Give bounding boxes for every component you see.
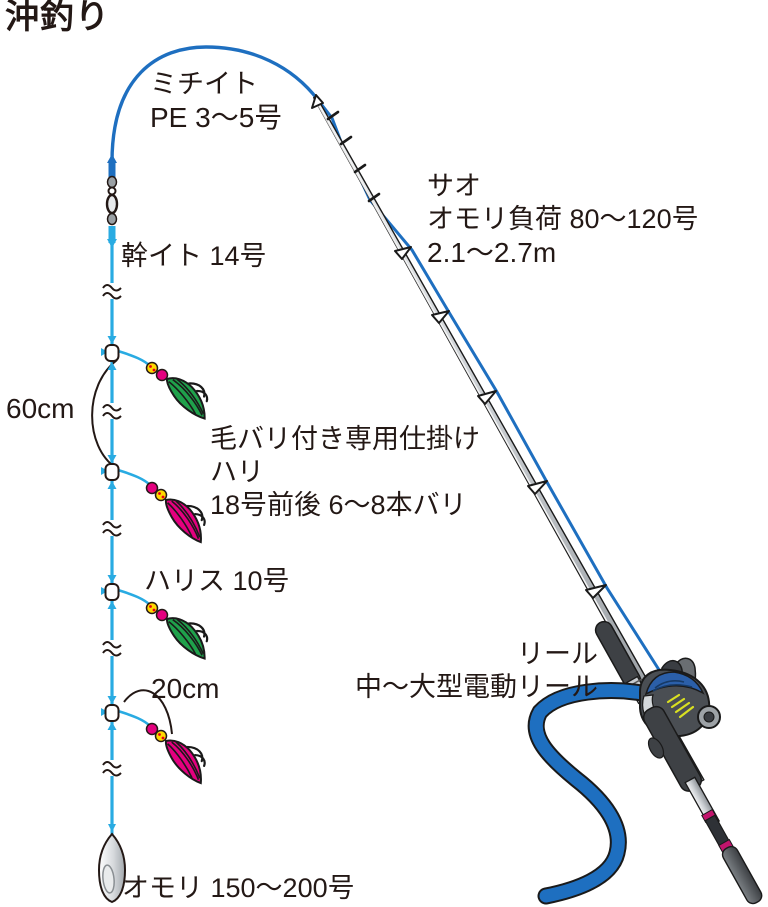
butt-grip <box>721 845 763 905</box>
sao-label-line1: サオ <box>427 171 481 201</box>
feather-hook-3 <box>145 601 220 663</box>
rod-butt-section <box>642 705 763 905</box>
feather-hook-4 <box>145 722 218 787</box>
junction-beads <box>101 336 120 730</box>
michi-ito-label-line1: ミチイト <box>150 69 258 99</box>
feather-hook-1 <box>145 361 220 423</box>
reel-label-line1: リール <box>517 639 598 669</box>
page-title: 沖釣り <box>5 0 110 36</box>
bracket-20cm <box>123 689 173 735</box>
sao-label: サオ オモリ負荷 80〜120号 2.1〜2.7m <box>427 170 699 269</box>
reel-hatch-marks <box>666 693 695 719</box>
length-60cm-label: 60cm <box>6 393 75 424</box>
line-break-marks <box>102 284 122 777</box>
dropper-lines <box>117 349 151 727</box>
feather-hook-2 <box>145 481 218 546</box>
reel-spool <box>644 671 705 696</box>
michi-ito-label: ミチイト PE 3〜5号 <box>150 68 282 134</box>
bracket-60cm <box>91 359 118 469</box>
reel-label: リール 中〜大型電動リール <box>352 638 598 704</box>
kebari-label-line3: 18号前後 6〜8本バリ <box>210 490 467 520</box>
reel-label-line2: 中〜大型電動リール <box>355 672 598 702</box>
reel-power-cord <box>527 682 657 905</box>
kebari-label-line1: 毛バリ付き専用仕掛け <box>210 424 480 454</box>
michi-ito-label-line2: PE 3〜5号 <box>150 102 283 133</box>
michi-ito-line <box>110 45 320 163</box>
rod-guides <box>394 246 607 599</box>
sao-label-line2: オモリ負荷 80〜120号 <box>427 204 699 234</box>
rod-guides-small <box>326 110 381 203</box>
miki-ito-label: 幹イト 14号 <box>121 241 267 271</box>
omori-label: オモリ 150〜200号 <box>122 873 355 903</box>
length-20cm-label: 20cm <box>151 673 220 704</box>
rod-tip-guide <box>311 94 324 109</box>
kebari-label: 毛バリ付き専用仕掛け ハリ 18号前後 6〜8本バリ <box>210 423 480 522</box>
harisu-label: ハリス 10号 <box>144 566 290 596</box>
swivel <box>105 154 119 248</box>
sinker <box>97 824 127 904</box>
kebari-label-line2: ハリ <box>210 457 264 487</box>
sao-label-line3: 2.1〜2.7m <box>427 237 557 268</box>
